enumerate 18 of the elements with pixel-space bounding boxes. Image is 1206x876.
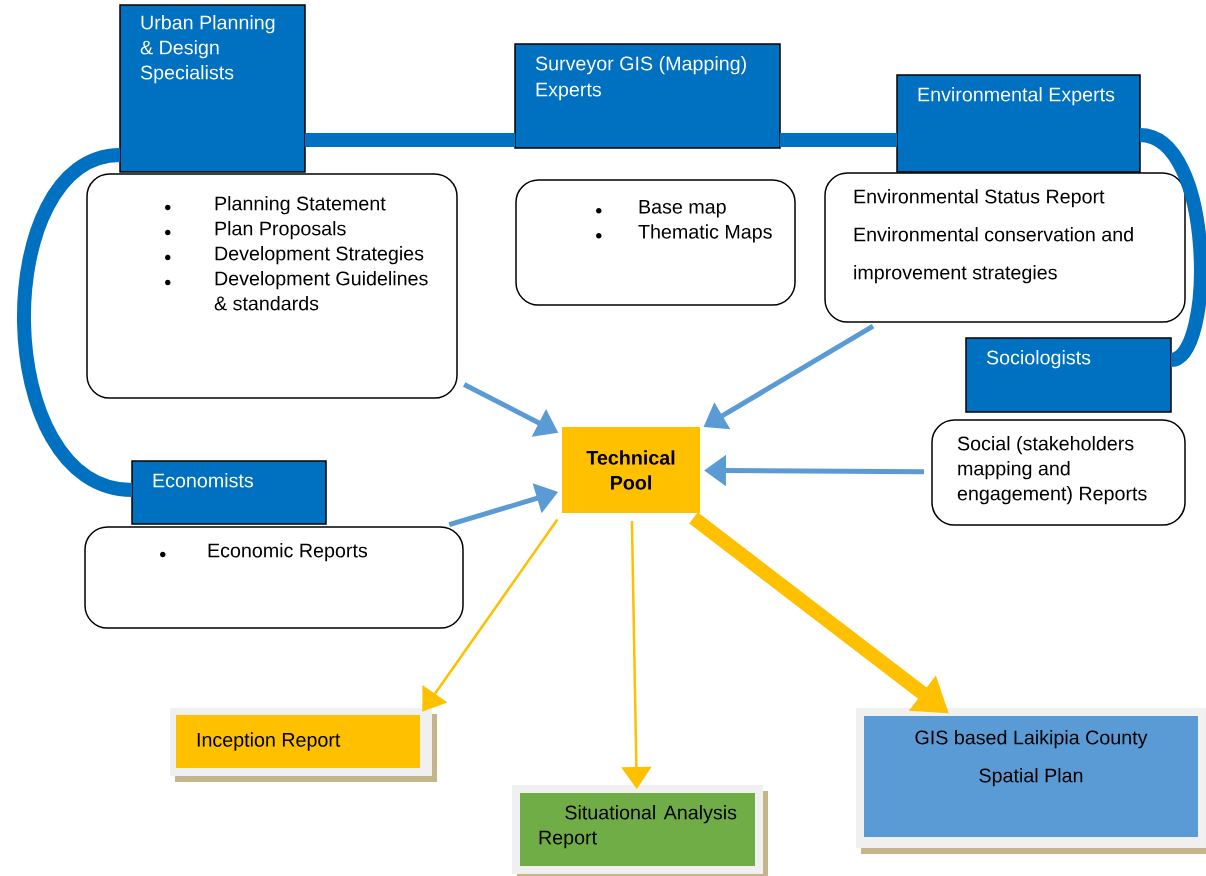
connector: [780, 133, 897, 147]
role-box: Surveyor GIS (Mapping) Experts: [514, 43, 781, 149]
report-box: Situational Analysis Report: [512, 785, 768, 876]
output-box: Planning Statement Plan Proposals Development Strategies Development Guidelines & standards: [86, 173, 458, 399]
report-box: Inception Report: [170, 708, 437, 782]
output-box: Base map Thematic Maps: [515, 179, 796, 306]
pool-box: Technical Pool: [562, 427, 700, 513]
role-box: Economists: [131, 460, 327, 525]
output-box: Social (stakeholders mapping and engagement) Reports: [931, 419, 1186, 526]
connector: [17, 148, 134, 497]
role-box: Sociologists: [965, 337, 1172, 413]
connector: [305, 133, 515, 147]
output-box: Economic Reports: [84, 526, 464, 629]
output-box: Environmental Status Report Environmental conservation and improvement strategies: [824, 172, 1186, 323]
role-box: Urban Planning & Design Specialists: [119, 4, 306, 173]
plan-box: GIS based Laikipia County Spatial Plan: [856, 708, 1206, 854]
arrow: [422, 518, 559, 712]
role-box: Environmental Experts: [896, 74, 1141, 173]
